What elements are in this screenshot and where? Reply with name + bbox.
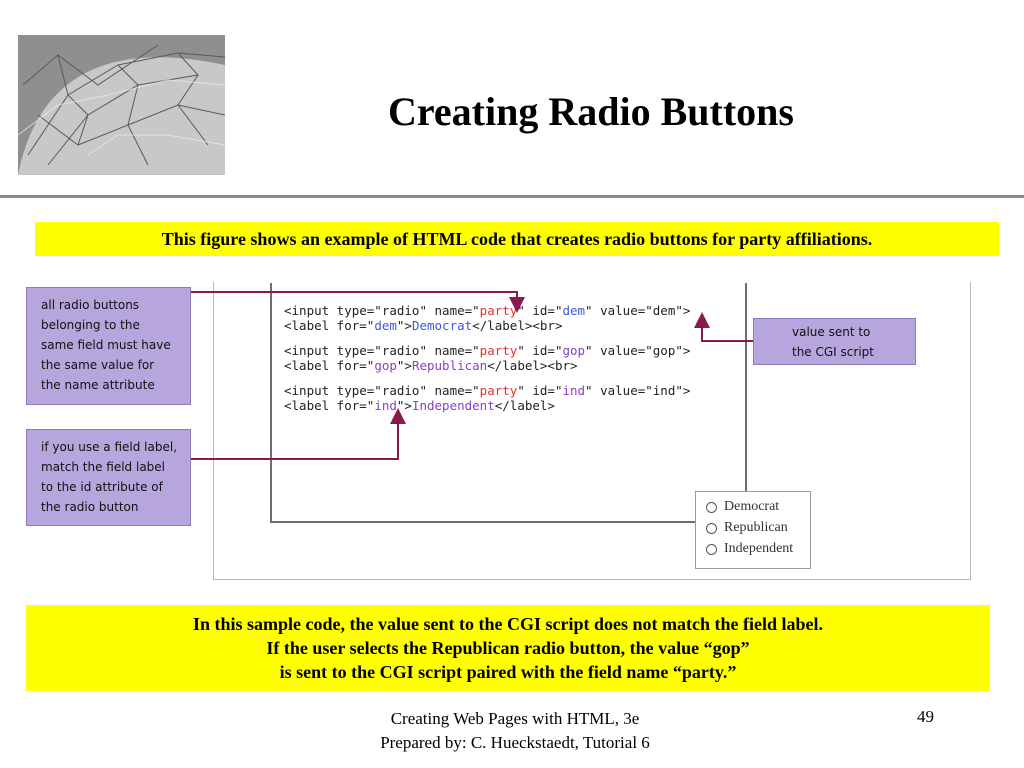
radio-option-democrat[interactable]: Democrat bbox=[706, 497, 779, 517]
code-line-4: <label for="gop">Republican</label><br> bbox=[284, 358, 578, 373]
code-box bbox=[270, 283, 747, 523]
dome-photo bbox=[18, 35, 225, 175]
code-line-5: <input type="radio" name="party" id="ind… bbox=[284, 383, 691, 398]
page-number: 49 bbox=[917, 707, 934, 726]
arrow-field-label bbox=[191, 408, 406, 460]
title-divider bbox=[0, 195, 1024, 198]
callout-name-attribute: all radio buttons belonging to the same … bbox=[26, 287, 191, 405]
radio-circle-icon[interactable] bbox=[706, 522, 717, 534]
callout-field-label: if you use a field label, match the fiel… bbox=[26, 429, 191, 526]
radio-circle-icon[interactable] bbox=[706, 543, 717, 555]
arrow-value-sent bbox=[694, 312, 753, 342]
slide-title: Creating Radio Buttons bbox=[388, 89, 794, 134]
code-line-1: <input type="radio" name="party" id="dem… bbox=[284, 303, 691, 318]
code-line-2: <label for="dem">Democrat</label><br> bbox=[284, 318, 563, 333]
radio-option-independent[interactable]: Independent bbox=[706, 539, 793, 559]
radio-circle-icon[interactable] bbox=[706, 501, 717, 513]
caption-top: This figure shows an example of HTML cod… bbox=[35, 222, 999, 256]
arrow-name-attribute bbox=[191, 291, 525, 313]
caption-bottom: In this sample code, the value sent to t… bbox=[26, 605, 990, 691]
radio-option-republican[interactable]: Republican bbox=[706, 518, 788, 538]
callout-value-sent: value sent to the CGI script bbox=[753, 318, 916, 365]
footer: Creating Web Pages with HTML, 3e Prepare… bbox=[380, 709, 650, 752]
radio-preview: Democrat Republican Independent bbox=[695, 491, 811, 569]
code-line-3: <input type="radio" name="party" id="gop… bbox=[284, 343, 691, 358]
code-line-6: <label for="ind">Independent</label> bbox=[284, 398, 555, 413]
figure-frame bbox=[213, 282, 971, 580]
